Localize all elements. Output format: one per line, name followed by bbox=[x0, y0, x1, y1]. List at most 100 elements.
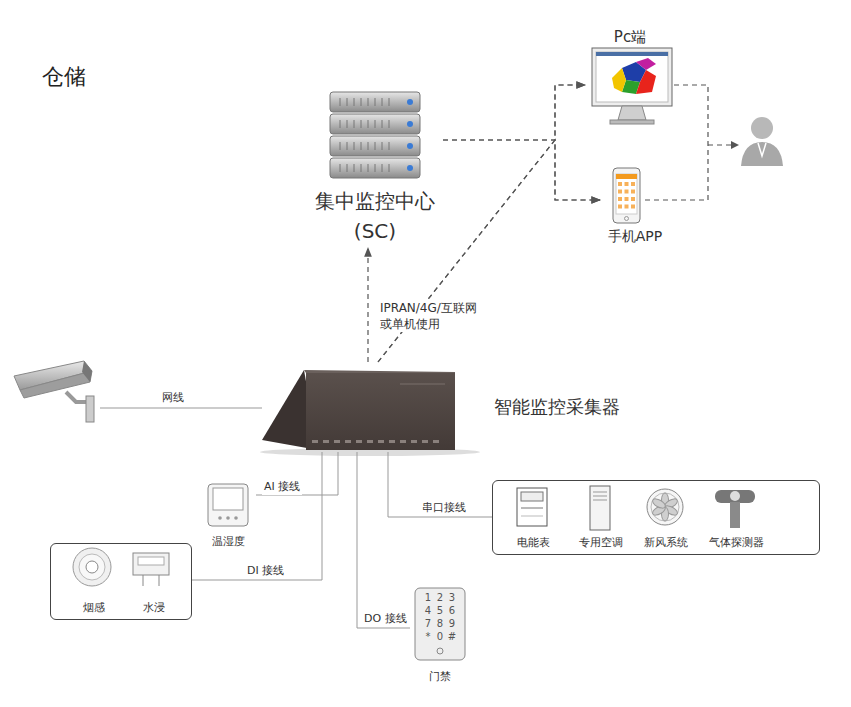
network-wire bbox=[100, 408, 262, 409]
node-label: 烟感 bbox=[83, 601, 105, 614]
server-icon bbox=[330, 136, 420, 156]
server-vents bbox=[361, 120, 362, 128]
node-label: 智能监控采集器 bbox=[494, 396, 620, 418]
monitor-icon bbox=[636, 58, 656, 70]
server-vents bbox=[368, 120, 369, 128]
server-vents bbox=[375, 142, 376, 150]
access-keypad-icon bbox=[415, 588, 465, 660]
collector-device bbox=[400, 384, 445, 385]
water-sensor-icon bbox=[133, 553, 169, 586]
server-vents bbox=[368, 98, 369, 106]
edge-label: 串口接线 bbox=[420, 501, 468, 516]
monitor-icon bbox=[612, 68, 626, 92]
user-icon bbox=[741, 142, 783, 166]
node-label: 气体探测器 bbox=[709, 536, 764, 549]
gas-detector-icon bbox=[730, 502, 740, 528]
monitor-center: 集中监控中心 (SC) bbox=[307, 88, 443, 248]
network-link bbox=[378, 140, 600, 362]
thermo-hygrometer-icon bbox=[234, 516, 238, 520]
keypad-key: 6 bbox=[449, 606, 455, 616]
smoke-detector-icon bbox=[86, 561, 98, 573]
server-vents bbox=[382, 142, 383, 150]
phone-app-grid bbox=[618, 197, 622, 201]
edge-label: DO 接线 bbox=[362, 612, 409, 627]
smoke-detector-icon bbox=[73, 548, 111, 586]
keypad-key: * bbox=[426, 632, 431, 642]
server-icon bbox=[330, 92, 420, 178]
monitor-icon bbox=[610, 120, 654, 124]
keypad-key: # bbox=[448, 632, 456, 642]
thermo-hygrometer-icon bbox=[208, 484, 248, 526]
phone-icon bbox=[613, 168, 640, 223]
thermo-hygrometer-icon bbox=[218, 516, 222, 520]
collector-ports bbox=[323, 440, 329, 443]
server-icon bbox=[407, 143, 413, 149]
keypad-key: 0 bbox=[437, 632, 443, 642]
user-connector bbox=[642, 85, 733, 200]
node-label: Pc端 bbox=[614, 28, 646, 46]
phone-app-grid bbox=[618, 182, 635, 209]
sensor-item: 烟感 bbox=[66, 548, 121, 616]
thermo-hygrometer-icon bbox=[213, 488, 243, 510]
server-vents bbox=[354, 142, 355, 150]
air-conditioner-icon bbox=[593, 500, 607, 501]
collector-ports bbox=[378, 440, 384, 443]
collector-box: 智能监控采集器 bbox=[262, 362, 682, 452]
phone-icon bbox=[616, 174, 637, 214]
fresh-air-fan-icon bbox=[647, 489, 683, 525]
wire-label: 网线 bbox=[160, 391, 186, 404]
phone-app-grid bbox=[625, 197, 629, 201]
electric-meter-icon bbox=[521, 516, 543, 517]
water-sensor-icon bbox=[143, 575, 144, 586]
collector-ports bbox=[334, 440, 340, 443]
user-connector bbox=[708, 144, 733, 145]
keypad-key: 8 bbox=[437, 619, 443, 629]
server-vents bbox=[354, 120, 355, 128]
server-vents bbox=[361, 98, 362, 106]
serial-device: 新风系统 bbox=[636, 485, 696, 551]
serial-device: 专用空调 bbox=[571, 485, 631, 551]
phone-app-grid bbox=[631, 182, 635, 186]
server-vents bbox=[375, 164, 376, 172]
thermo-hygrometer-icon bbox=[208, 484, 248, 526]
network-link bbox=[378, 85, 585, 362]
fresh-air-fan-icon bbox=[647, 489, 683, 525]
phone-icon bbox=[625, 217, 629, 221]
collector-ports bbox=[312, 440, 439, 443]
node-label: 温湿度 bbox=[212, 535, 245, 548]
keypad-key: 1 bbox=[425, 593, 431, 603]
server-vents bbox=[347, 164, 348, 172]
server-icon bbox=[407, 165, 413, 171]
user-connector bbox=[642, 85, 708, 200]
server-vents bbox=[382, 120, 383, 128]
keypad-key: 3 bbox=[449, 593, 455, 603]
electric-meter-icon bbox=[521, 492, 543, 501]
signal-wire bbox=[256, 452, 338, 495]
gas-detector-icon bbox=[715, 490, 755, 503]
sensor-item: 温湿度 bbox=[200, 480, 256, 550]
air-conditioner-icon bbox=[590, 486, 610, 530]
phone-app-grid bbox=[618, 182, 622, 186]
server-vents bbox=[389, 164, 390, 172]
water-sensor-icon bbox=[133, 553, 169, 575]
network-link bbox=[443, 85, 585, 140]
server-icon bbox=[407, 99, 413, 105]
water-sensor-icon bbox=[159, 575, 160, 586]
keypad-key: 2 bbox=[437, 593, 443, 603]
server-vents bbox=[340, 142, 341, 150]
phone-icon bbox=[616, 174, 637, 179]
serial-device: 气体探测器 bbox=[701, 485, 771, 551]
server-vents bbox=[340, 98, 341, 106]
collector-ports bbox=[433, 440, 439, 443]
electric-meter-icon bbox=[521, 508, 543, 509]
node-label: 集中监控中心 (SC) bbox=[307, 186, 443, 246]
phone-app-grid bbox=[625, 182, 629, 186]
server-vents bbox=[354, 164, 355, 172]
camera-icon bbox=[86, 396, 94, 422]
server-vents bbox=[347, 142, 348, 150]
server-vents bbox=[382, 98, 383, 106]
server-vents bbox=[340, 98, 389, 172]
monitor-icon bbox=[592, 48, 672, 106]
server-vents bbox=[382, 164, 383, 172]
